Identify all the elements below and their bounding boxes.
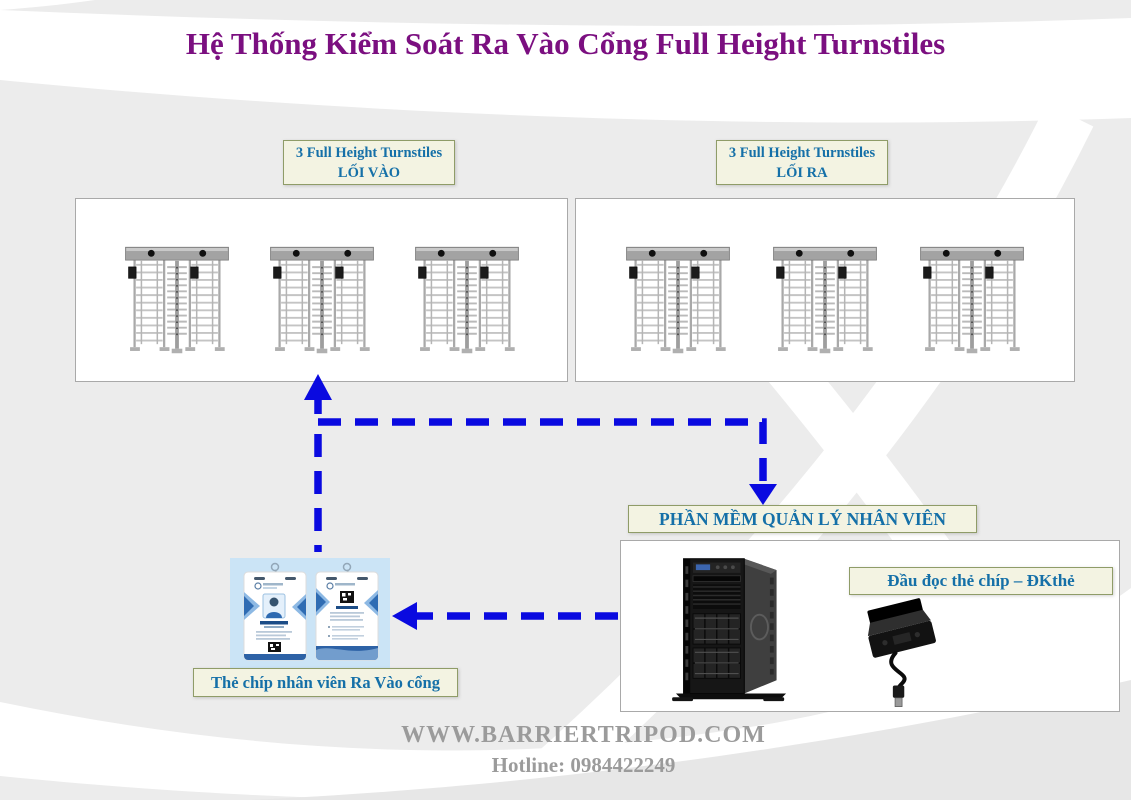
server-reader-panel: Đầu đọc thẻ chíp – ĐKthẻ: [620, 540, 1120, 712]
software-label-text: PHẦN MỀM QUẢN LÝ NHÂN VIÊN: [659, 508, 946, 529]
software-label-box: PHẦN MỀM QUẢN LÝ NHÂN VIÊN: [628, 505, 977, 533]
turnstile-icon: [625, 241, 731, 361]
reader-label-text: Đầu đọc thẻ chíp – ĐKthẻ: [887, 571, 1075, 590]
turnstile-icon: [269, 241, 375, 361]
card-label-box: Thẻ chíp nhân viên Ra Vào cổng: [193, 668, 458, 697]
turnstile-icon: [772, 241, 878, 361]
turnstile-icon: [414, 241, 520, 361]
exit-label-line1: 3 Full Height Turnstiles: [728, 144, 876, 161]
turnstile-icon: [919, 241, 1025, 361]
entry-label-box: 3 Full Height Turnstiles LỐI VÀO: [283, 140, 455, 185]
id-cards-icon: [230, 558, 390, 668]
reader-label-box: Đầu đọc thẻ chíp – ĐKthẻ: [849, 567, 1113, 595]
page-title: Hệ Thống Kiểm Soát Ra Vào Cổng Full Heig…: [185, 26, 946, 61]
card-reader-icon: [851, 595, 947, 711]
card-label-text: Thẻ chíp nhân viên Ra Vào cổng: [211, 672, 440, 692]
entry-label-line2: LỐI VÀO: [337, 164, 401, 181]
turnstile-icon: [124, 241, 230, 361]
exit-label-line2: LỐI RA: [776, 164, 828, 181]
server-tower-icon: [667, 553, 795, 703]
exit-turnstiles-panel: [575, 198, 1075, 382]
exit-label-box: 3 Full Height Turnstiles LỐI RA: [716, 140, 888, 185]
entry-label-line1: 3 Full Height Turnstiles: [295, 144, 443, 161]
entry-turnstiles-panel: [75, 198, 568, 382]
footer-hotline: Hotline: 0984422249: [491, 753, 676, 777]
footer-website: WWW.BARRIERTRIPOD.COM: [401, 722, 766, 748]
